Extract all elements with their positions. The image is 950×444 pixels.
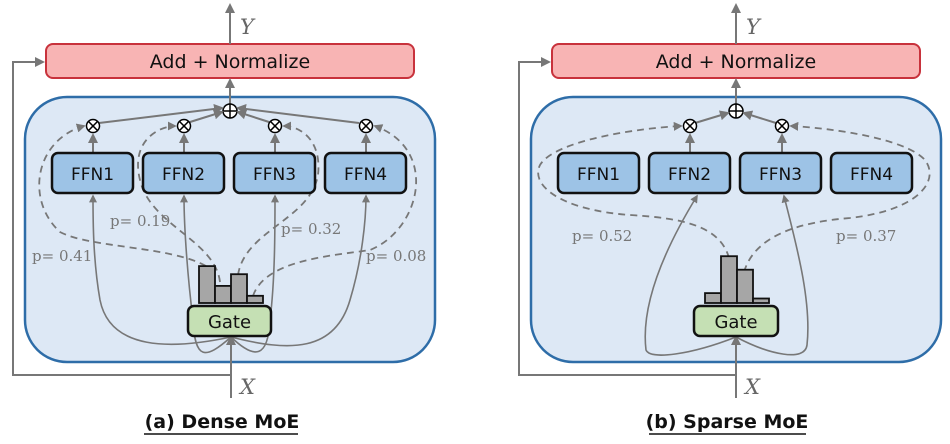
histogram-bar-4 bbox=[752, 297, 770, 304]
prob-label-4: p= 0.08 bbox=[366, 247, 426, 265]
gate-box: Gate bbox=[692, 304, 780, 338]
residual-connection bbox=[12, 57, 231, 376]
multiply-node-3 bbox=[774, 118, 790, 134]
gate-histogram bbox=[198, 265, 264, 304]
expert-ffn4: FFN4 bbox=[323, 151, 408, 195]
prob-label-2: p= 0.19 bbox=[110, 212, 170, 230]
expert-ffn4: FFN4 bbox=[829, 151, 914, 195]
route-to-ffn1 bbox=[89, 194, 232, 346]
histogram-bar-3 bbox=[230, 273, 248, 304]
expert-ffn1: FFN1 bbox=[556, 151, 641, 195]
add-normalize-label: Add + Normalize bbox=[656, 51, 816, 73]
svg-text:FFN2: FFN2 bbox=[668, 165, 711, 185]
histogram-bar-1 bbox=[198, 265, 216, 304]
expert-ffn2: FFN2 bbox=[141, 151, 226, 195]
expert-ffn3: FFN3 bbox=[738, 151, 823, 195]
svg-text:Gate: Gate bbox=[208, 312, 251, 333]
output-label-y: Y bbox=[240, 15, 256, 39]
svg-text:Gate: Gate bbox=[714, 312, 757, 333]
gate-prob-path-2 bbox=[537, 121, 730, 259]
svg-text:FFN1: FFN1 bbox=[71, 165, 114, 185]
input-label-x: X bbox=[743, 375, 761, 399]
prob-label-2: p= 0.52 bbox=[572, 227, 632, 245]
svg-text:FFN1: FFN1 bbox=[577, 165, 620, 185]
gate-histogram bbox=[704, 255, 770, 304]
histogram-bar-4 bbox=[246, 294, 264, 304]
residual-connection bbox=[518, 57, 736, 376]
route-to-ffn4 bbox=[230, 194, 370, 347]
expert-ffn2: FFN2 bbox=[647, 151, 732, 195]
output-label-y: Y bbox=[746, 15, 762, 39]
svg-text:FFN3: FFN3 bbox=[759, 165, 802, 185]
prob-label-3: p= 0.32 bbox=[281, 220, 341, 238]
add-normalize-label: Add + Normalize bbox=[150, 51, 310, 73]
svg-text:FFN2: FFN2 bbox=[162, 165, 205, 185]
sum-node bbox=[222, 103, 238, 119]
input-label-x: X bbox=[238, 375, 256, 399]
sum-node bbox=[728, 103, 744, 119]
svg-text:FFN4: FFN4 bbox=[344, 165, 387, 185]
panel-sparse: X Add + Normalize Y FFN1 bbox=[518, 3, 943, 435]
expert-ffn3: FFN3 bbox=[232, 151, 317, 195]
mult2-to-sum bbox=[189, 109, 224, 123]
mult4-to-sum bbox=[236, 104, 360, 124]
gate-prob-path-3 bbox=[743, 121, 931, 273]
histogram-bar-2 bbox=[214, 284, 232, 304]
route-to-ffn3 bbox=[735, 194, 809, 356]
svg-text:FFN4: FFN4 bbox=[850, 165, 893, 185]
caption-sparse-moe: (b) Sparse MoE bbox=[646, 411, 809, 433]
prob-label-3: p= 0.37 bbox=[836, 227, 896, 245]
svg-text:FFN3: FFN3 bbox=[253, 165, 296, 185]
gate-prob-path-4 bbox=[252, 124, 417, 297]
multiply-node-4 bbox=[358, 118, 374, 134]
expert-ffn1: FFN1 bbox=[50, 151, 135, 195]
gate-prob-path-1 bbox=[38, 123, 207, 267]
mult2-to-sum bbox=[694, 110, 730, 124]
mult1-to-sum bbox=[98, 104, 224, 124]
mult3-to-sum bbox=[742, 110, 777, 124]
multiply-node-2 bbox=[682, 118, 698, 134]
multiply-node-3 bbox=[267, 118, 283, 134]
histogram-bar-1 bbox=[704, 292, 722, 304]
panel-dense: X Add + Normalize Y bbox=[12, 3, 437, 435]
gate-box: Gate bbox=[186, 304, 273, 338]
caption-dense-moe: (a) Dense MoE bbox=[145, 411, 300, 433]
multiply-node-1 bbox=[85, 118, 101, 134]
route-to-ffn2 bbox=[644, 194, 737, 356]
multiply-node-2 bbox=[176, 118, 192, 134]
histogram-bar-2 bbox=[720, 255, 738, 304]
histogram-bar-3 bbox=[736, 268, 754, 304]
prob-label-1: p= 0.41 bbox=[32, 247, 92, 265]
